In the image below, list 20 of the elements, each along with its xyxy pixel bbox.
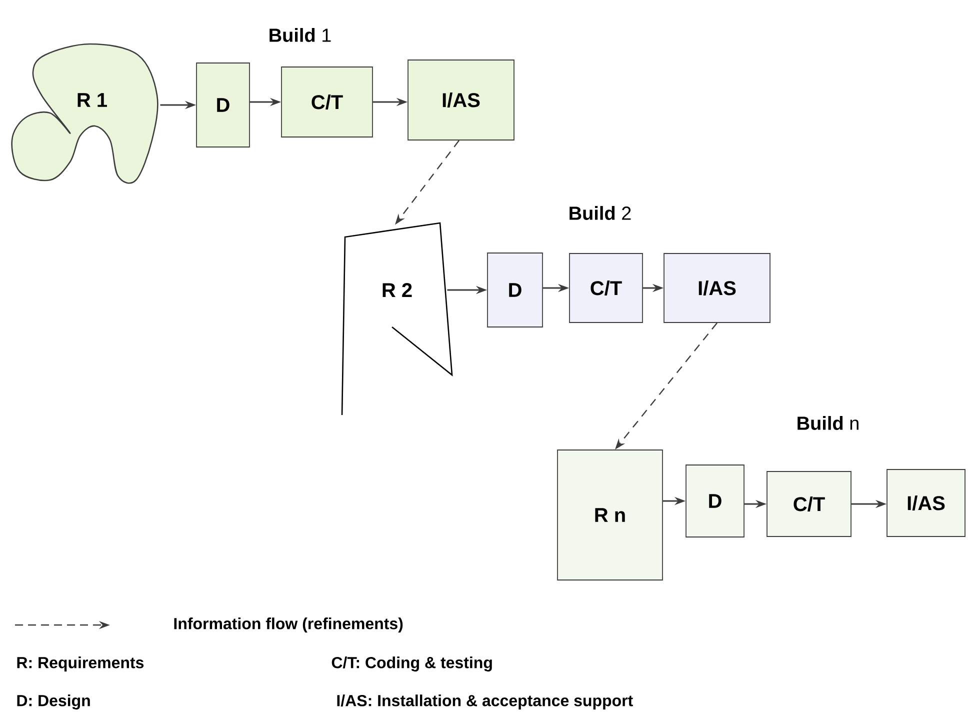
- process-box: D: [686, 464, 744, 538]
- requirements-blob: R 1: [11, 43, 158, 184]
- abbreviation-note: D: Design: [17, 694, 90, 710]
- abbreviation-note: I/AS: Installation & acceptance support: [337, 694, 633, 710]
- process-box: I/AS: [886, 469, 966, 537]
- build-heading: Build 2: [570, 206, 631, 220]
- process-box: D: [196, 62, 250, 148]
- abbreviation-note: C/T: Coding & testing: [332, 656, 492, 672]
- process-box: D: [487, 252, 543, 328]
- build-heading: Build n: [798, 416, 858, 430]
- process-box: R n: [557, 450, 663, 580]
- process-box: I/AS: [664, 253, 770, 323]
- process-box: C/T: [766, 471, 852, 537]
- process-box: C/T: [569, 253, 643, 323]
- requirements-outline: R 2: [341, 222, 453, 416]
- abbreviation-note: R: Requirements: [17, 656, 144, 672]
- build-heading: Build 1: [270, 28, 331, 42]
- process-box: C/T: [281, 66, 373, 138]
- legend-text: Information flow (refinements): [174, 618, 403, 632]
- process-box: I/AS: [408, 60, 514, 140]
